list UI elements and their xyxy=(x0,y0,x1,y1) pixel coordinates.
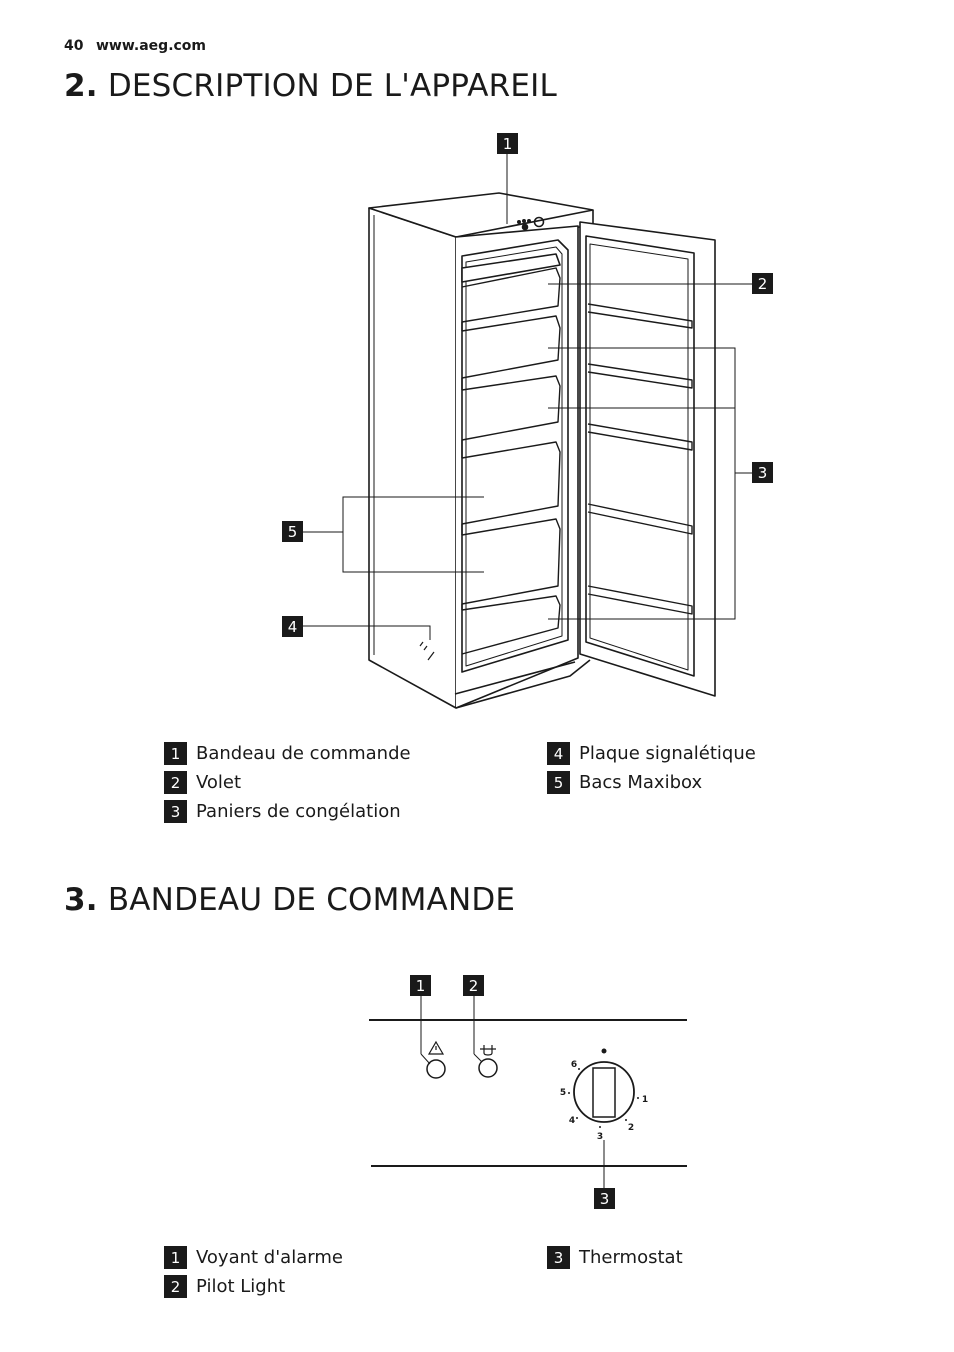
svg-text:3: 3 xyxy=(758,464,768,482)
legend-label: Pilot Light xyxy=(196,1275,286,1297)
section-3-heading: BANDEAU DE COMMANDE xyxy=(107,882,516,918)
thermostat-knob xyxy=(592,1067,616,1118)
legend-label: Bacs Maxibox xyxy=(579,771,703,793)
legend-badge: 3 xyxy=(164,799,187,823)
legend-item: 5 Bacs Maxibox xyxy=(547,770,702,794)
legend-label: Plaque signalétique xyxy=(579,742,756,764)
dial-mark-5: 5 xyxy=(560,1088,566,1098)
legend-label: Volet xyxy=(196,771,242,793)
legend-item: 1 Voyant d'alarme xyxy=(164,1245,343,1269)
svg-text:5: 5 xyxy=(288,523,298,541)
cabinet-top xyxy=(368,192,594,238)
callout-3-thermostat: 3 xyxy=(594,1188,615,1209)
door xyxy=(579,221,716,697)
svg-text:3: 3 xyxy=(600,1190,610,1208)
dial-mark-1: 1 xyxy=(642,1095,648,1105)
legend-badge: 5 xyxy=(547,770,570,794)
svg-text:4: 4 xyxy=(288,618,298,636)
page-number: 40 xyxy=(64,38,84,54)
legend-item: 2 Volet xyxy=(164,770,241,794)
thermostat-dial xyxy=(573,1061,635,1123)
legend-label: Voyant d'alarme xyxy=(196,1246,343,1268)
legend-badge: 2 xyxy=(164,770,187,794)
section-2-heading: DESCRIPTION DE L'APPAREIL xyxy=(107,68,557,104)
callout-4-rating-plate: 4 xyxy=(282,616,303,637)
warning-icon xyxy=(427,1040,445,1055)
callout-3-baskets: 3 xyxy=(752,462,773,483)
svg-text:2: 2 xyxy=(469,977,479,995)
cabinet-front xyxy=(455,225,579,709)
legend-item: 3 Paniers de congélation xyxy=(164,799,401,823)
legend-label: Thermostat xyxy=(579,1246,683,1268)
plug-icon xyxy=(480,1045,496,1056)
callout-5-maxibox: 5 xyxy=(282,521,303,542)
website-url[interactable]: www.aeg.com xyxy=(96,38,207,54)
legend-item: 2 Pilot Light xyxy=(164,1274,285,1298)
cabinet-side xyxy=(368,207,457,709)
section-2-number: 2. xyxy=(64,68,98,104)
legend-badge: 1 xyxy=(164,1245,187,1269)
dial-mark-3: 3 xyxy=(597,1132,603,1142)
section-2-title: 2. DESCRIPTION DE L'APPAREIL xyxy=(64,68,557,104)
pilot-light xyxy=(478,1058,498,1078)
legend-label: Bandeau de commande xyxy=(196,742,411,764)
legend-item: 1 Bandeau de commande xyxy=(164,741,411,765)
dial-mark-6: 6 xyxy=(571,1060,577,1070)
callout-1-alarm: 1 xyxy=(410,975,431,996)
dial-mark-4: 4 xyxy=(569,1116,575,1126)
svg-text:2: 2 xyxy=(758,275,768,293)
section-3-number: 3. xyxy=(64,882,98,918)
legend-badge: 4 xyxy=(547,741,570,765)
legend-badge: 2 xyxy=(164,1274,187,1298)
legend-item: 3 Thermostat xyxy=(547,1245,683,1269)
legend-item: 4 Plaque signalétique xyxy=(547,741,756,765)
alarm-light xyxy=(426,1059,446,1079)
callout-1-control-panel: 1 xyxy=(497,133,518,154)
callout-2-flap: 2 xyxy=(752,273,773,294)
legend-badge: 1 xyxy=(164,741,187,765)
section-3-title: 3. BANDEAU DE COMMANDE xyxy=(64,882,515,918)
svg-text:1: 1 xyxy=(416,977,426,995)
dial-mark-2: 2 xyxy=(628,1123,634,1133)
legend-badge: 3 xyxy=(547,1245,570,1269)
legend-label: Paniers de congélation xyxy=(196,800,401,822)
svg-text:1: 1 xyxy=(503,135,513,153)
callout-2-pilot: 2 xyxy=(463,975,484,996)
